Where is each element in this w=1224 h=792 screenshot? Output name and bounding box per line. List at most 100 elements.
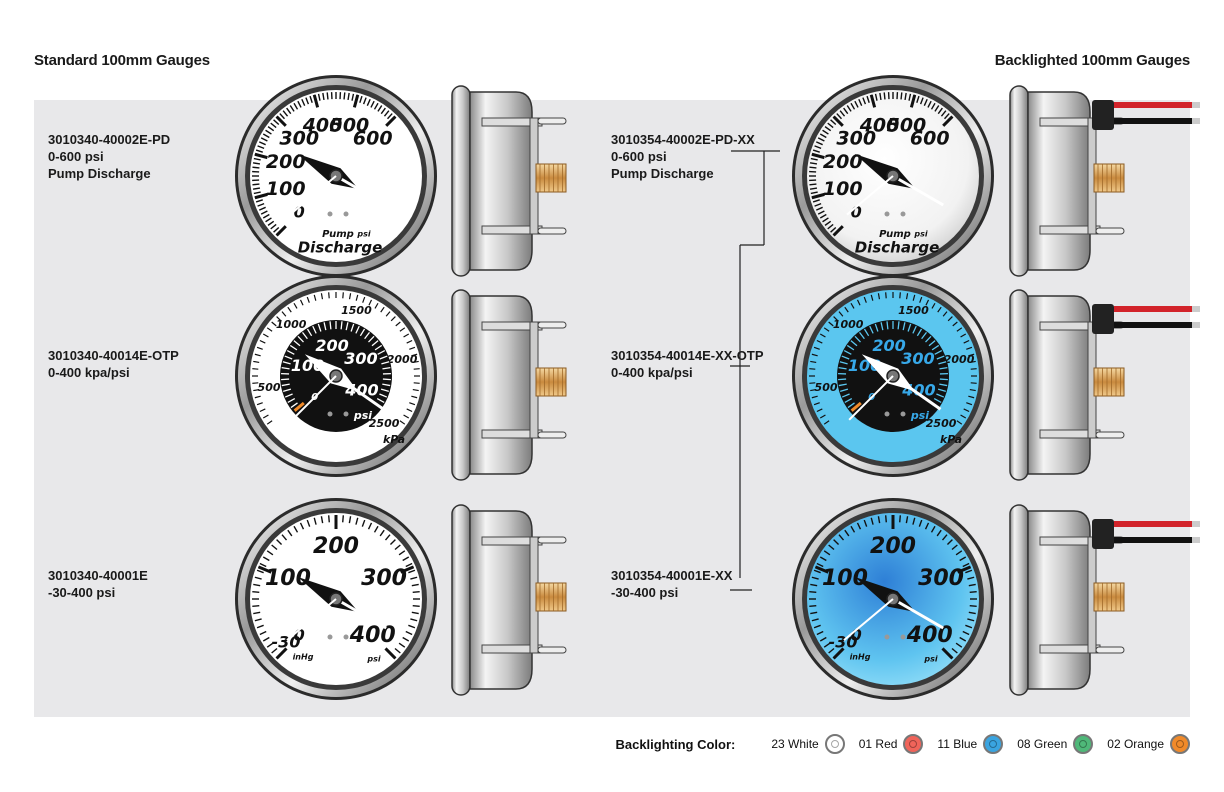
tick [823, 642, 831, 648]
unit-label: psi [923, 655, 937, 664]
tick [348, 516, 352, 524]
tick [824, 220, 832, 226]
kpa-unit: kPa [383, 433, 405, 446]
flange [1009, 85, 1029, 277]
dial-number: 500 [887, 114, 927, 136]
dial-number: 300 [361, 566, 407, 591]
gauge-otp: 5001000150020002500kPa0100200300400psi [235, 275, 437, 477]
legend-item-white: 23 White [771, 734, 845, 754]
tick [352, 94, 360, 108]
unit-label: psi [913, 230, 927, 239]
tick [413, 368, 420, 370]
header-standard: Standard 100mm Gauges [34, 52, 210, 69]
backlit-label-pd: 3010354-40002E-PD-XX 0-600 psi Pump Disc… [611, 131, 755, 182]
tick [380, 107, 386, 115]
tick [299, 522, 305, 530]
tick [963, 339, 970, 344]
tick [944, 113, 950, 120]
tick [809, 183, 817, 186]
tick [411, 353, 418, 357]
dial-number: 300 [836, 128, 876, 150]
tick [390, 316, 396, 322]
tick [912, 294, 916, 301]
tick [273, 119, 280, 125]
tick [413, 382, 420, 384]
wire-black [1114, 322, 1192, 328]
dial-number: 100 [266, 178, 306, 200]
tick [919, 97, 924, 105]
tick [382, 366, 391, 370]
tick [387, 113, 393, 120]
tick [844, 398, 853, 404]
tick [930, 525, 936, 533]
tick [822, 129, 829, 135]
tick [309, 95, 313, 103]
tick [939, 366, 948, 370]
tick [923, 98, 928, 106]
tick [281, 383, 290, 387]
tick [287, 529, 293, 537]
needle-pointer [846, 175, 894, 216]
tick [399, 327, 406, 332]
brass-fitting [1093, 367, 1125, 397]
red-swatch-icon [903, 734, 924, 754]
standard-label-vac: 3010340-40001E -30-400 psi [48, 567, 148, 601]
tick [400, 565, 415, 574]
tick [289, 105, 295, 112]
tick [969, 388, 976, 392]
tick [265, 129, 272, 135]
tick [925, 335, 932, 343]
tick [259, 562, 267, 568]
tick [253, 157, 261, 161]
tick [256, 402, 263, 406]
kpa-number: 1500 [898, 304, 929, 317]
tick [970, 368, 977, 370]
tick [850, 340, 858, 347]
gauge-side-view [1009, 289, 1200, 481]
wire-red [1114, 306, 1192, 312]
tick [870, 294, 874, 301]
connector-lines [730, 150, 780, 591]
tick [841, 355, 850, 360]
tick [293, 302, 298, 309]
tick [931, 302, 936, 309]
tick [351, 93, 355, 101]
tick [846, 344, 855, 351]
tick [368, 299, 373, 306]
unit-label: psi [356, 230, 370, 239]
needle-tail [892, 597, 944, 630]
tick [810, 191, 818, 195]
tick [833, 539, 840, 546]
tick [270, 122, 277, 129]
tick [931, 344, 940, 351]
tick [969, 360, 976, 364]
brass-fitting [535, 582, 567, 612]
tick [297, 335, 304, 343]
tick [312, 325, 317, 334]
tick [345, 322, 349, 331]
tick [908, 93, 912, 101]
tick [847, 402, 855, 409]
tick [863, 328, 870, 337]
tick [281, 366, 290, 370]
kpa-number: 2500 [926, 417, 957, 430]
dial-text: Pump [322, 229, 354, 240]
tick [955, 550, 963, 556]
psi-unit: psi [910, 409, 929, 422]
tick [921, 331, 927, 340]
tick [822, 217, 829, 223]
gauge-otp: 5001000150020002500kPa0100200300400psi [792, 275, 994, 477]
tick [967, 618, 975, 622]
wire-tip [1192, 322, 1200, 328]
dial-number: 0 [851, 625, 862, 644]
needle-pointer [286, 598, 337, 641]
tick [828, 544, 835, 551]
tick [883, 92, 886, 100]
kpa-unit: kPa [940, 433, 962, 446]
tick [286, 107, 292, 115]
tick [412, 590, 420, 593]
tick [968, 353, 975, 357]
kpa-number: 1000 [833, 318, 864, 331]
tick [271, 321, 277, 327]
tick [828, 647, 835, 654]
